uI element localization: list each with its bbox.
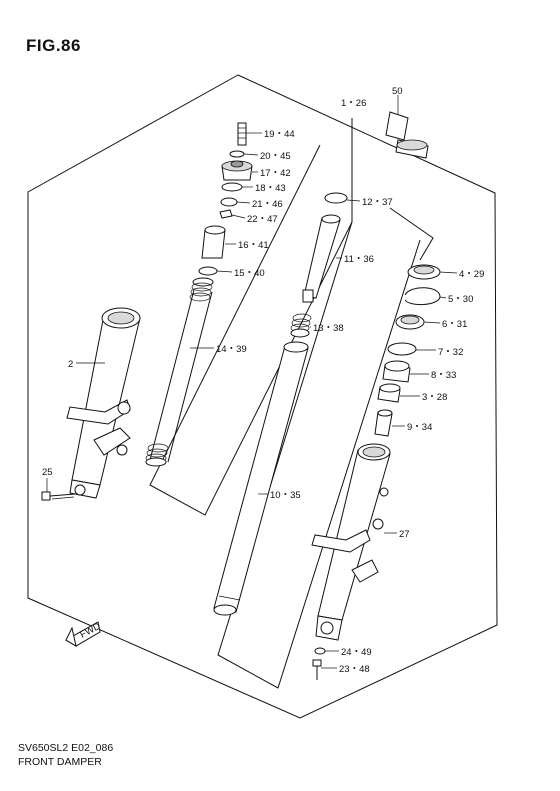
washer-15 [198,266,218,276]
inner-tube-10 [213,341,309,616]
callout-24: 24・49 [341,647,372,658]
callout-16: 16・41 [238,240,269,251]
callout-23: 23・48 [339,664,370,675]
washer-7 [387,342,417,356]
spacer-16 [201,225,226,259]
bolt-23 [312,659,322,680]
callout-17: 17・42 [260,168,291,179]
outer-tube-left [66,307,141,499]
cap-bolt-17 [221,160,253,181]
callout-14: 14・39 [216,344,247,355]
callout-1: 1・26 [341,98,366,109]
callout-4: 4・29 [459,269,484,280]
figure-caption: FRONT DAMPER [18,756,102,768]
clip-22 [219,209,233,219]
bolt-19 [237,122,247,146]
group-frame [27,74,498,719]
callout-12: 12・37 [362,197,393,208]
damper-rod-11 [302,214,341,303]
callout-6: 6・31 [442,319,467,330]
callout-13: 13・38 [313,323,344,334]
callout-21: 21・46 [252,199,283,210]
leader-lines [46,95,458,669]
o-ring-20 [229,150,245,158]
ring-12 [324,192,348,204]
callout-27: 27 [399,529,410,540]
callout-20: 20・45 [260,151,291,162]
callout-19: 19・44 [264,129,295,140]
dust-seal-4 [407,264,441,280]
bolt-25 [41,491,76,501]
callout-25: 25 [42,467,53,478]
seal-column-frame [389,207,434,261]
washer-21 [220,197,238,207]
fork-spring-14 [145,277,214,467]
callout-9: 9・34 [407,422,432,433]
callout-22: 22・47 [247,214,278,225]
oil-lock-piece-9 [374,409,393,437]
oil-seal-6 [395,314,425,330]
fwd-arrow-icon: FWD [65,621,103,648]
tube-column-frame [217,221,421,689]
circlip-5 [404,287,441,305]
callout-15: 15・40 [234,268,265,279]
o-ring-18 [221,182,243,192]
dust-seal-50 [385,111,429,159]
figure-code: SV650SL2 E02_086 [18,742,114,754]
callout-labels: 1・26 50 19・44 20・45 17・42 18・43 21・46 22… [42,86,484,675]
callout-8: 8・33 [431,370,456,381]
guide-bush-8 [382,360,411,383]
guide-bush-3 [377,383,401,403]
callout-18: 18・43 [255,183,286,194]
callout-7: 7・32 [438,347,463,358]
callout-3: 3・28 [422,392,447,403]
outer-tube-right [311,443,391,641]
gasket-24 [314,647,326,655]
callout-11: 11・36 [344,254,374,265]
callout-10: 10・35 [270,490,301,501]
callout-5: 5・30 [448,294,473,305]
rebound-spring-13 [290,313,312,338]
callout-2: 2 [68,359,73,370]
figure-title: FIG.86 [26,36,81,55]
callout-50: 50 [392,86,403,97]
